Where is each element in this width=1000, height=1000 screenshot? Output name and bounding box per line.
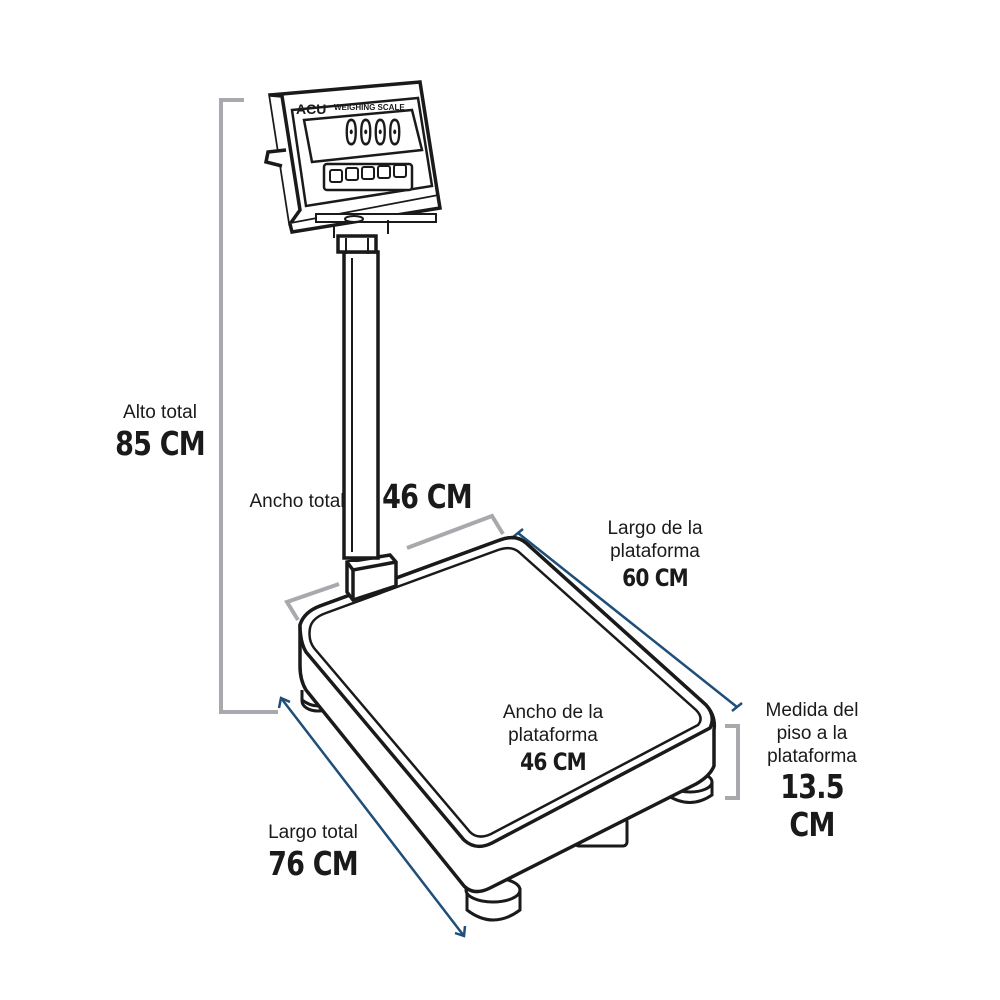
floor-height-bracket — [725, 724, 740, 800]
brand-logo-text: ACU — [296, 101, 326, 117]
display-readout: 0000 — [344, 113, 402, 154]
platform-width-value: 46 CM — [520, 747, 587, 776]
total-width-value: 46 CM — [382, 477, 473, 516]
floor-height-caption-line3: plataforma — [767, 745, 857, 767]
platform-width-label: Ancho de la plataforma 46 CM — [478, 702, 628, 776]
floor-height-label: Medida del piso a la plataforma 13.5 CM — [742, 700, 882, 844]
total-length-line — [277, 696, 467, 938]
indicator-head — [263, 80, 443, 238]
total-width-bracket — [283, 513, 505, 622]
total-length-label: Largo total 76 CM — [248, 822, 378, 883]
platform-width-caption-line1: Ancho de la — [502, 702, 604, 723]
total-length-value: 76 CM — [268, 843, 359, 883]
column-socket — [345, 553, 398, 603]
total-width-caption: Ancho total — [249, 491, 345, 512]
platform-length-label: Largo de la plataforma 60 CM — [580, 518, 730, 592]
total-height-caption: Alto total — [123, 402, 197, 423]
floor-height-value: 13.5 CM — [780, 767, 844, 845]
total-height-label: Alto total 85 CM — [100, 402, 220, 463]
scale-platform — [298, 535, 717, 894]
total-length-caption: Largo total — [268, 822, 358, 843]
platform-length-value: 60 CM — [622, 563, 689, 592]
floor-height-caption-line1: Medida del — [765, 700, 859, 721]
model-text: WEIGHING SCALE — [334, 103, 405, 112]
platform-width-caption-line2: plataforma — [508, 724, 598, 746]
total-height-bracket — [219, 98, 278, 714]
platform-length-caption-line1: Largo de la — [607, 518, 703, 539]
total-height-value: 85 CM — [115, 423, 206, 463]
platform-length-line — [512, 528, 743, 712]
platform-length-caption-line2: plataforma — [610, 540, 700, 562]
scale-column — [336, 234, 380, 560]
floor-height-caption-line2: piso a la — [776, 722, 848, 744]
